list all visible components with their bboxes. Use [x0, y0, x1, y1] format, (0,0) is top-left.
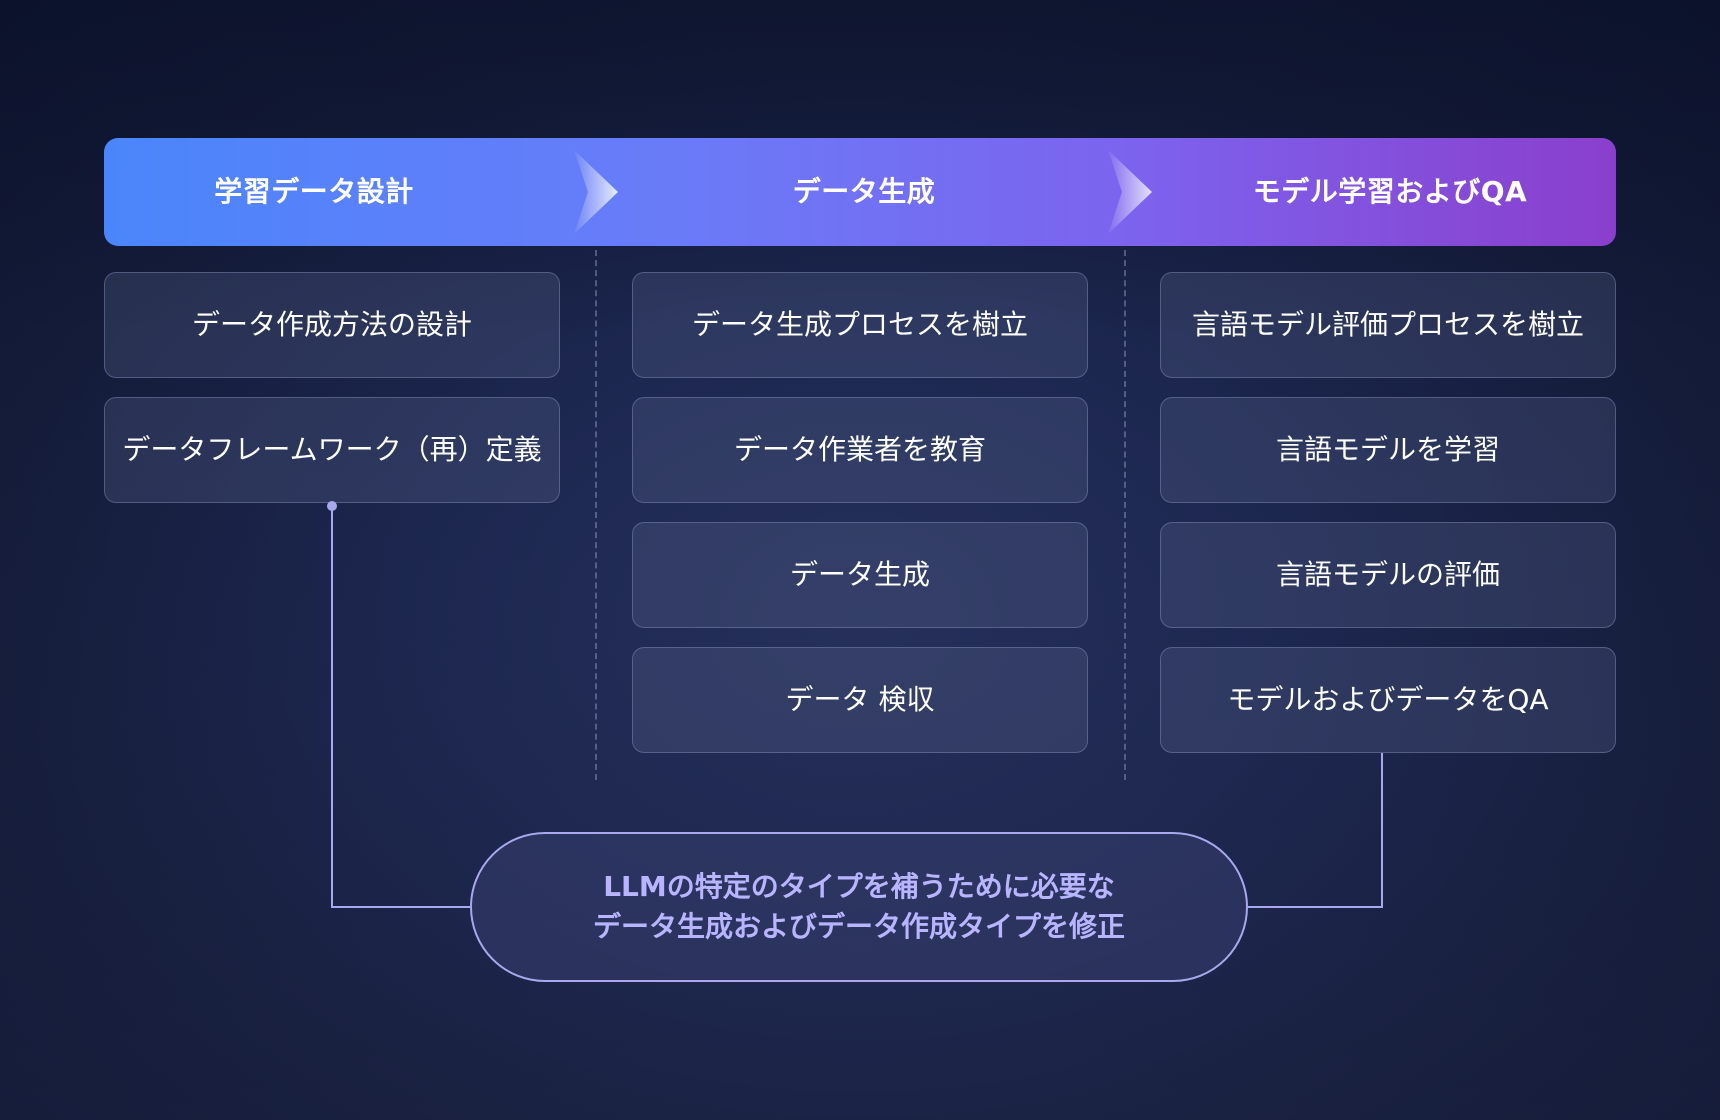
task-evaluate-model: 言語モデルの評価	[1160, 522, 1616, 628]
feedback-connector-left	[331, 506, 470, 908]
column-divider	[1124, 250, 1126, 780]
feedback-text-line-2: データ生成およびデータ作成タイプを修正	[592, 910, 1125, 943]
phase-title-training-qa: モデル学習およびQA	[1252, 175, 1528, 208]
phase-title-generation: データ生成	[792, 175, 936, 208]
task-qa-model-data: モデルおよびデータをQA	[1160, 647, 1616, 753]
task-train-workers: データ作業者を教育	[632, 397, 1088, 503]
phase-title-design: 学習データ設計	[214, 175, 414, 208]
feedback-connector-right	[1248, 753, 1383, 908]
task-design-method: データ作成方法の設計	[104, 272, 560, 378]
chevron-right-icon	[574, 150, 618, 234]
task-data-generation: データ生成	[632, 522, 1088, 628]
feedback-text-line-1: LLMの特定のタイプを補うために必要な	[603, 870, 1115, 903]
chevron-right-icon	[1108, 150, 1152, 234]
feedback-loop-pill: LLMの特定のタイプを補うために必要な データ生成およびデータ作成タイプを修正	[470, 832, 1248, 982]
task-eval-process: 言語モデル評価プロセスを樹立	[1160, 272, 1616, 378]
phase-header-bar: 学習データ設計 データ生成 モデル学習およびQA	[104, 138, 1616, 246]
task-data-inspection: データ 検収	[632, 647, 1088, 753]
connector-start-dot	[327, 501, 337, 511]
column-divider	[595, 250, 597, 780]
task-generation-process: データ生成プロセスを樹立	[632, 272, 1088, 378]
task-train-model: 言語モデルを学習	[1160, 397, 1616, 503]
